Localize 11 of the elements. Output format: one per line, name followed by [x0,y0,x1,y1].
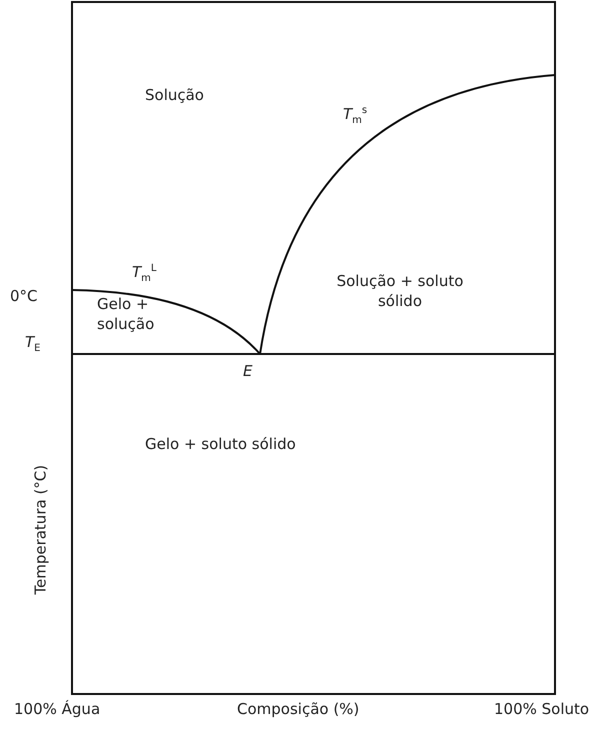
region-label: Gelo + soluto sólido [145,435,296,454]
region-label: Gelo + solução [97,295,156,334]
axis-label: 100% Soluto [494,700,590,720]
tick-label: T$_{E}$ [25,333,40,355]
region-label: Solução + soluto sólido [336,272,464,311]
axis-label: 100% Água [14,700,100,720]
axis-label: Temperatura (°C) [31,464,50,595]
region-label: Solução [145,86,204,106]
axis-label: Composição (%) [237,700,360,720]
tick-label: 0°C [10,287,38,306]
point-label: E [243,362,252,382]
